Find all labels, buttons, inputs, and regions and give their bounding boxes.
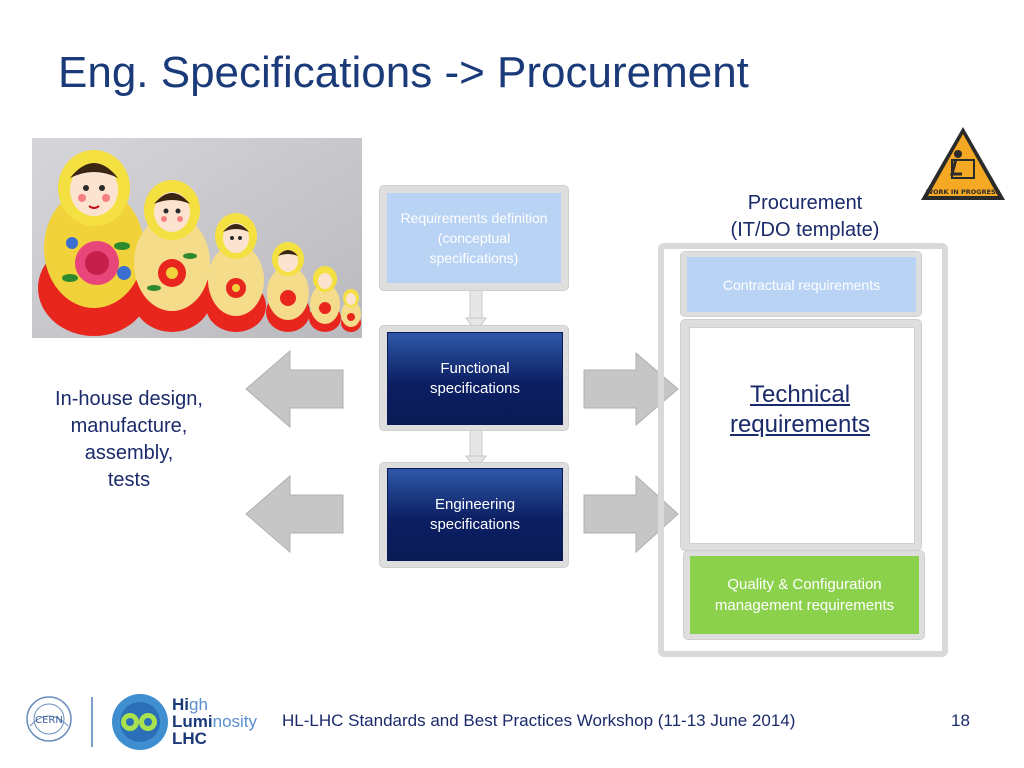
requirements-definition-box: Requirements definition (conceptual spec… (387, 193, 561, 283)
cern-logo-text: CERN (35, 715, 63, 726)
in-house-line2: manufacture, (70, 415, 188, 437)
left-arrow-engineering (245, 474, 344, 554)
procurement-frame (658, 243, 948, 657)
right-arrow-engineering (583, 474, 679, 554)
hl-logo-high-bold: Hi (172, 695, 189, 714)
in-house-line1: In-house design, (55, 388, 203, 410)
functional-specifications-box: Functional specifications (387, 332, 563, 425)
footer-divider (91, 697, 93, 747)
in-house-line4: tests (107, 469, 151, 491)
procurement-label: Procurement (IT/DO template) (700, 190, 910, 244)
contractual-requirements-box: Contractual requirements (687, 257, 916, 312)
work-in-progress-warning-icon: WORK IN PROGRESS (918, 124, 1008, 204)
hl-logo-high-rest: gh (189, 695, 208, 714)
quality-configuration-box: Quality & Configuration management requi… (690, 556, 919, 634)
engineering-specifications-box: Engineering specifications (387, 468, 563, 561)
hl-lhc-logo: High Luminosity LHC (110, 690, 258, 754)
in-house-line3: assembly, (84, 442, 174, 464)
right-arrow-functional (583, 351, 679, 427)
procurement-label-line2: (IT/DO template) (730, 219, 880, 241)
hl-logo-lumi-bold: Lumi (172, 712, 213, 731)
slide-title: Eng. Specifications -> Procurement (58, 48, 749, 97)
connector-req-to-func (465, 283, 487, 333)
technical-requirements-box (689, 327, 915, 544)
in-house-text: In-house design, manufacture, assembly, … (30, 386, 228, 494)
warning-sign-text: WORK IN PROGRESS (926, 188, 1001, 196)
procurement-label-line1: Procurement (747, 192, 863, 214)
hl-logo-lumi-rest: nosity (212, 712, 258, 731)
left-arrow-functional (245, 349, 344, 429)
technical-requirements-text: Technical requirements (700, 380, 900, 440)
cern-logo: CERN (24, 694, 74, 744)
page-number: 18 (951, 711, 970, 730)
hl-logo-lhc: LHC (172, 729, 207, 748)
technical-requirements-line1: Technical (749, 381, 851, 408)
technical-requirements-line2: requirements (729, 411, 871, 438)
matryoshka-dolls-image (32, 138, 362, 338)
footer-text: HL-LHC Standards and Best Practices Work… (282, 711, 796, 730)
